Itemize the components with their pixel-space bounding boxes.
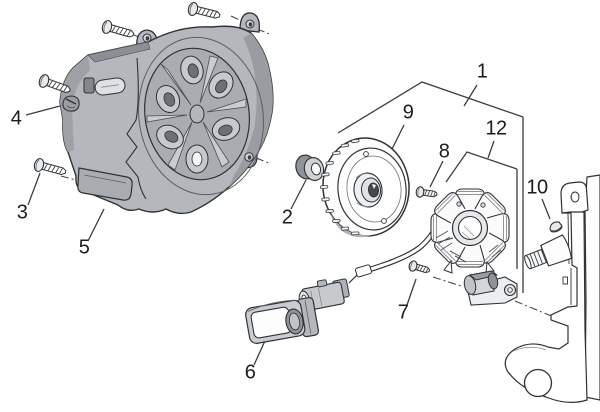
callout-label-9: 9 [402,101,414,124]
leader-1 [463,84,478,107]
leader-3 [27,172,41,206]
cover-screw-bottom-left [32,157,68,179]
callout-label-8: 8 [438,140,450,163]
leader-4 [25,105,61,116]
crankcase-mount-hole [523,368,553,398]
leader-7 [406,278,417,306]
fan-cover [59,12,274,215]
leader-5 [87,208,105,242]
stator-winding-hatch [435,230,502,263]
callout-label-4: 4 [10,107,22,130]
stator [430,188,510,274]
clip-fastener [62,95,80,112]
pickup-screw [407,259,432,277]
leader-10 [541,198,551,220]
callout-label-7: 7 [397,301,409,324]
crankcase-body [504,211,588,403]
flywheel-rotor [319,137,410,238]
cover-vent-holes [155,55,241,174]
leader-12 [487,140,495,159]
crankshaft-stub [524,234,573,270]
callout-label-5: 5 [78,236,90,259]
crankcase [504,174,600,403]
callout-label-1: 1 [476,60,488,83]
pickup-coil [463,270,518,306]
cover-screw-top-right [186,1,222,23]
leader-8 [429,160,444,188]
leader-2 [290,179,307,210]
cable-end-wire [348,274,358,284]
callout-leader-lines [25,81,551,366]
cover-screw-top-left [100,18,136,42]
connector-boot [245,297,320,344]
callout-label-2: 2 [281,206,293,229]
woodruff-key [549,221,563,233]
callout-label-10: 10 [526,176,548,199]
cover-center-boss [189,104,205,124]
rotor-rim-slots [319,138,360,236]
stator-screw [414,185,439,201]
bracket-part-12 [445,151,518,183]
cover-edge-contour [125,57,147,200]
bracket-part-1 [337,81,524,134]
callout-label-6: 6 [244,361,256,384]
cover-duct-slot [94,77,126,96]
leader-9 [390,124,405,152]
spacer-bushing [295,154,325,181]
callout-label-12: 12 [485,117,507,140]
callout-label-3: 3 [16,201,28,224]
